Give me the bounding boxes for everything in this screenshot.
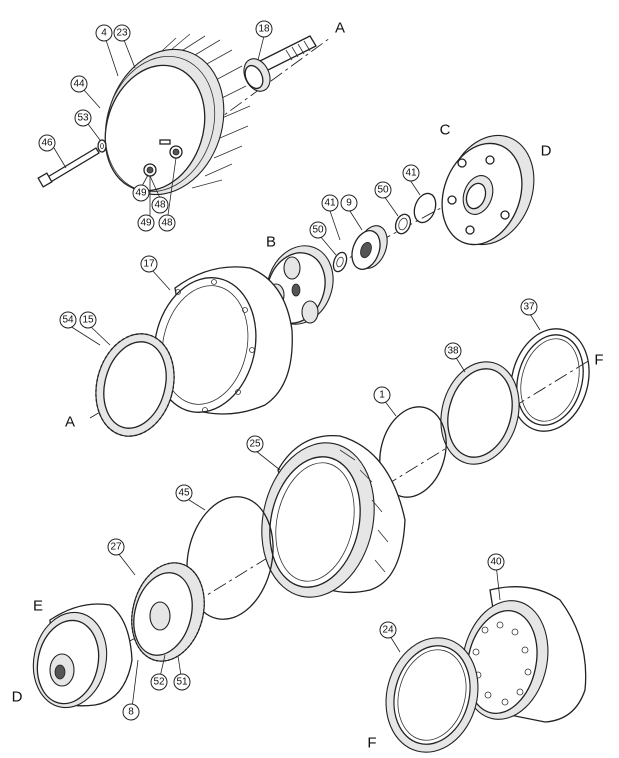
- callout-23: 23: [113, 24, 131, 42]
- svg-text:17: 17: [143, 259, 155, 270]
- callout-41-left: 41: [321, 194, 339, 212]
- callout-49-upper: 49: [132, 184, 150, 202]
- letter-b: B: [266, 234, 276, 251]
- callout-48-upper: 48: [151, 196, 169, 214]
- svg-text:23: 23: [116, 28, 128, 39]
- callout-54: 54: [59, 311, 77, 329]
- svg-text:15: 15: [82, 315, 94, 326]
- callout-38: 38: [444, 342, 462, 360]
- planet-carrier-e-d: [32, 603, 133, 709]
- seal-part-24: [385, 637, 479, 753]
- callout-4: 4: [95, 24, 113, 42]
- svg-text:41: 41: [324, 198, 336, 209]
- letter-f-bottom: F: [367, 735, 376, 752]
- ring-part-38: [440, 361, 520, 465]
- svg-text:37: 37: [523, 302, 535, 313]
- callout-44: 44: [70, 75, 88, 93]
- o-ring-part-45: [186, 496, 274, 620]
- svg-text:51: 51: [176, 677, 188, 688]
- callout-51: 51: [173, 673, 191, 691]
- svg-text:49: 49: [140, 218, 152, 229]
- callout-27: 27: [107, 538, 125, 556]
- letter-c: C: [440, 122, 451, 139]
- svg-text:24: 24: [382, 625, 394, 636]
- svg-text:48: 48: [154, 200, 166, 211]
- callout-52: 52: [150, 673, 168, 691]
- washer-part-50-left: [332, 251, 348, 273]
- svg-text:27: 27: [110, 542, 122, 553]
- callout-9: 9: [340, 194, 358, 212]
- callout-40: 40: [487, 553, 505, 571]
- hub-housing-part-25: [261, 434, 406, 598]
- callout-1: 1: [373, 386, 391, 404]
- callout-8: 8: [122, 703, 140, 721]
- svg-text:50: 50: [377, 185, 389, 196]
- letter-a-left: A: [65, 414, 75, 431]
- callout-41-right: 41: [402, 164, 420, 182]
- svg-text:18: 18: [258, 24, 270, 35]
- gear-part-27: [131, 562, 205, 662]
- callout-45: 45: [175, 484, 193, 502]
- svg-text:9: 9: [346, 198, 352, 209]
- ring-gear-part-17: [153, 266, 293, 415]
- svg-text:1: 1: [379, 390, 385, 401]
- gear-part-9: [351, 225, 388, 270]
- letter-f-right: F: [594, 352, 603, 369]
- leader-lines: [53, 35, 541, 709]
- svg-text:38: 38: [447, 346, 459, 357]
- callout-18: 18: [255, 20, 273, 38]
- callout-53: 53: [74, 109, 92, 127]
- callout-46: 46: [38, 134, 56, 152]
- bolt-part-46: [37, 147, 100, 188]
- svg-text:25: 25: [249, 439, 261, 450]
- washer-part-53: [97, 139, 107, 153]
- callout-48-lower: 48: [158, 214, 176, 232]
- svg-text:48: 48: [161, 218, 173, 229]
- shaft-part-18: [243, 35, 317, 92]
- washer-part-50-right: [394, 213, 412, 235]
- housing-part-40: [461, 586, 587, 723]
- svg-text:40: 40: [490, 557, 502, 568]
- svg-text:50: 50: [312, 225, 324, 236]
- svg-text:52: 52: [153, 677, 165, 688]
- letter-d-bottom: D: [12, 689, 23, 706]
- callout-15: 15: [79, 311, 97, 329]
- seal-part-37: [510, 328, 590, 432]
- svg-text:41: 41: [405, 168, 417, 179]
- housing-part-4-23: [104, 33, 251, 196]
- callout-37: 37: [520, 298, 538, 316]
- svg-text:54: 54: [62, 315, 74, 326]
- letter-a-top: A: [335, 20, 345, 37]
- svg-text:4: 4: [101, 28, 107, 39]
- callout-50-right: 50: [374, 181, 392, 199]
- callout-49-lower: 49: [137, 214, 155, 232]
- carrier-plate-c-d: [441, 134, 535, 246]
- letter-e: E: [33, 598, 43, 615]
- callout-25: 25: [246, 435, 264, 453]
- svg-text:53: 53: [77, 113, 89, 124]
- svg-text:8: 8: [128, 707, 134, 718]
- callout-24: 24: [379, 621, 397, 639]
- callout-17: 17: [140, 255, 158, 273]
- svg-text:45: 45: [178, 488, 190, 499]
- letter-d-top: D: [541, 143, 552, 160]
- callout-50-left: 50: [309, 221, 327, 239]
- o-ring-part-1: [379, 406, 447, 498]
- svg-text:49: 49: [135, 188, 147, 199]
- snap-ring-part-41-right: [413, 192, 437, 224]
- toothed-ring-part-15: [95, 333, 175, 437]
- svg-text:44: 44: [73, 79, 85, 90]
- svg-text:46: 46: [41, 138, 53, 149]
